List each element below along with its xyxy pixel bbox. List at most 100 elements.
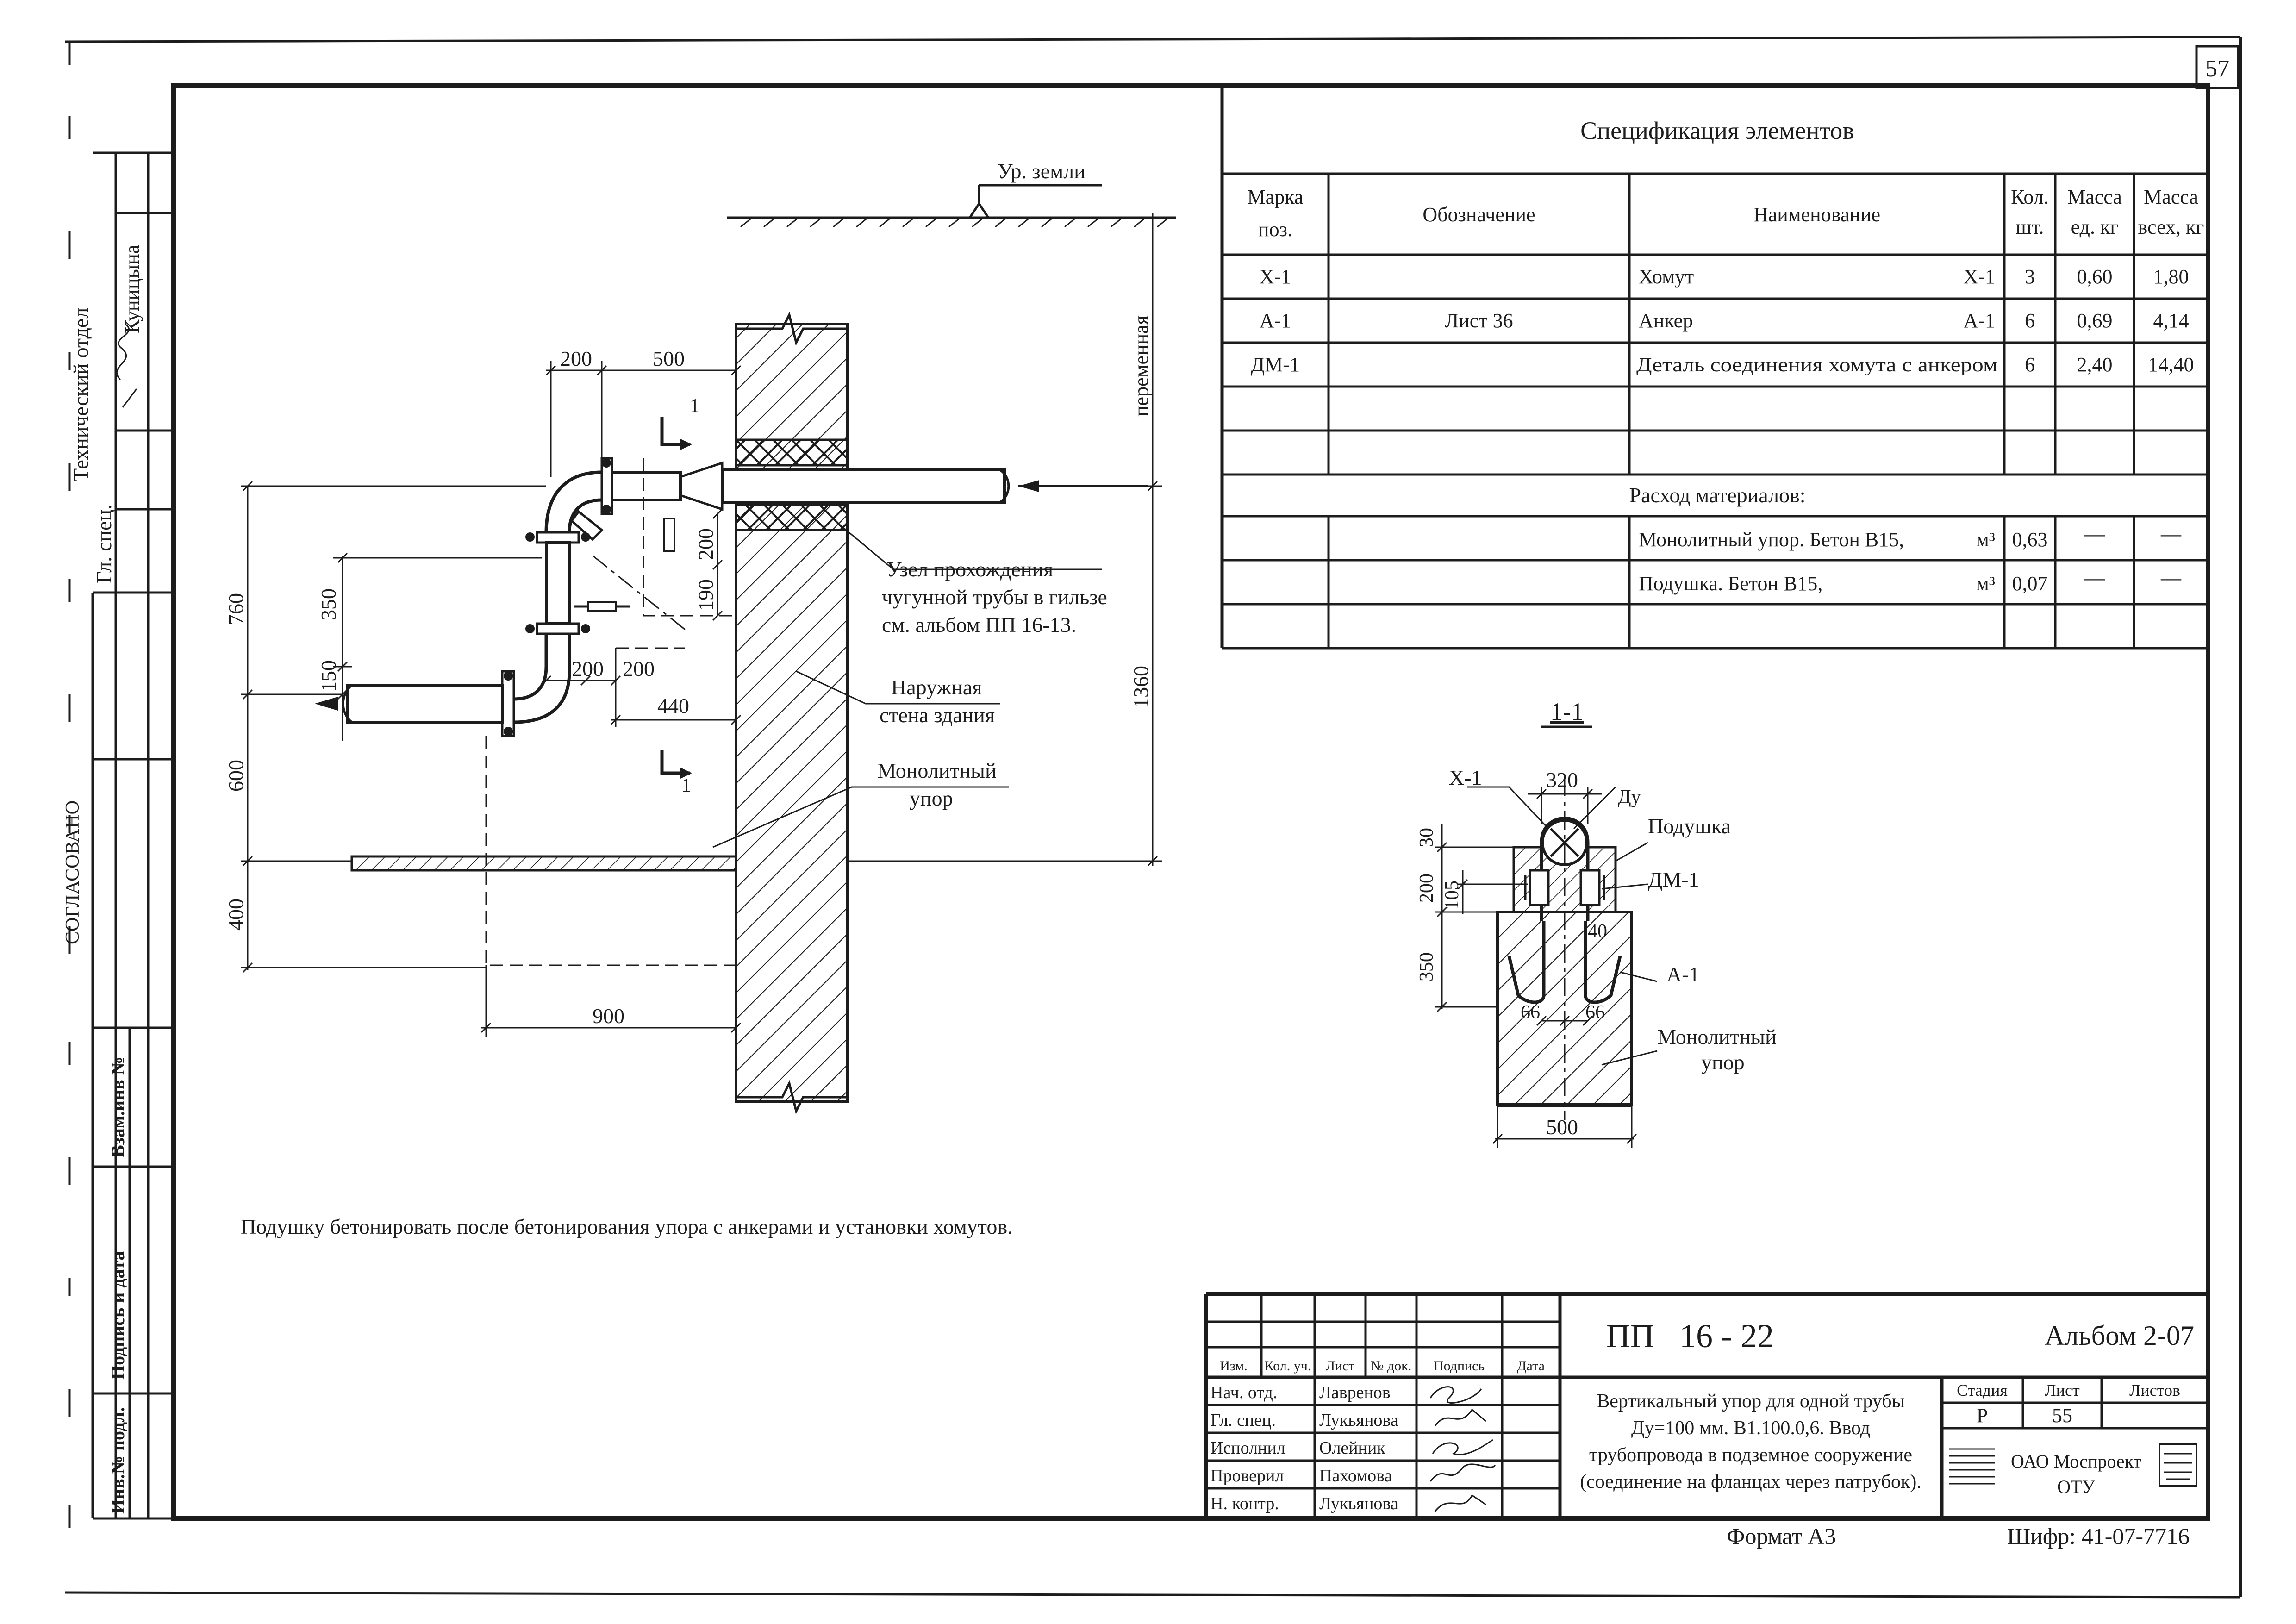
- hdr-mass-unit-1: Масса: [2067, 186, 2122, 208]
- stamp-agreed: СОГЛАСОВАНО: [62, 800, 83, 944]
- row-1-name: Хомут: [1639, 265, 1694, 288]
- material-1-mass-total: —: [2160, 523, 2182, 545]
- people-list: Нач. отд. Лавренов Гл. спец. Лукьянова И…: [1210, 1383, 1398, 1513]
- dim-200-a: 200: [572, 657, 604, 681]
- dim-200-v: 200: [694, 528, 718, 560]
- dim-190: 190: [694, 579, 718, 611]
- hdr-name: Наименование: [1753, 203, 1880, 226]
- stamp-chief-spec-name: Куницына: [121, 245, 144, 333]
- main-view-notes: Узел прохождения чугунной трубы в гильзе…: [877, 557, 1107, 810]
- hdr-designation: Обозначение: [1423, 203, 1535, 226]
- node-note-2: чугунной трубы в гильзе: [882, 585, 1107, 609]
- org-logo: [1949, 1443, 2197, 1487]
- dim-440: 440: [657, 694, 689, 718]
- row-1-qty: 3: [2025, 265, 2035, 288]
- material-1-name: Монолитный упор. Бетон В15,: [1639, 528, 1904, 551]
- person-name-5: Лукьянова: [1319, 1494, 1398, 1513]
- row-2-mark: А-1: [1260, 309, 1291, 332]
- material-2-mass-unit: —: [2084, 567, 2105, 589]
- person-name-4: Пахомова: [1319, 1466, 1392, 1486]
- spec-rows: Х-1 А-1 ДМ-1 Лист 36 Хомут Х-1 Анкер А-1…: [1251, 265, 2194, 376]
- row-2-mass-total: 4,14: [2153, 309, 2189, 332]
- hdr-mark-2: поз.: [1258, 218, 1292, 241]
- node-note-3: см. альбом ПП 16-13.: [882, 613, 1076, 637]
- person-name-3: Олейник: [1319, 1438, 1385, 1458]
- thrust-note-1: Монолитный: [877, 759, 997, 782]
- dim-900: 900: [593, 1004, 624, 1028]
- stamp-tech-dept: Технический отдел: [69, 308, 93, 481]
- dim-600: 600: [224, 760, 248, 792]
- row-3-mark: ДМ-1: [1251, 353, 1300, 376]
- sheet-label: Лист: [2045, 1381, 2080, 1399]
- dim-200-top: 200: [560, 347, 592, 370]
- org-name-1: ОАО Моспроект: [2011, 1451, 2141, 1472]
- sec-d30: 30: [1416, 828, 1437, 847]
- format-label: Формат А3: [1727, 1523, 1836, 1549]
- dim-350: 350: [317, 588, 340, 620]
- section-title: 1-1: [1550, 698, 1584, 725]
- stamp-chief-spec: Гл. спец.: [92, 504, 116, 583]
- description-line-1: Вертикальный упор для одной трубы: [1597, 1391, 1905, 1412]
- stage-label: Стадия: [1957, 1381, 2008, 1399]
- wall-note-2: стена здания: [880, 703, 995, 727]
- sheet-frame: [64, 36, 2242, 1599]
- spec-header: Марка поз. Обозначение Наименование Кол.…: [1248, 186, 2204, 241]
- cushion-slab: [350, 855, 737, 872]
- dimension-lines: [241, 213, 1162, 1037]
- person-role-2: Гл. спец.: [1210, 1411, 1276, 1430]
- person-role-1: Нач. отд.: [1210, 1383, 1277, 1402]
- ground-level-label: Ур. земли: [998, 159, 1086, 183]
- section-labels: Х-1 320 Ду Подушка ДМ-1 А-1 Монолитный у…: [1416, 766, 1777, 1139]
- description-line-2: Ду=100 мм. В1.100.0,6. Ввод: [1631, 1418, 1870, 1439]
- signature-scribbles: [1429, 1386, 1496, 1512]
- stamp-signature-date: Подпись и дата: [107, 1251, 128, 1380]
- stamp-signature-scribble: [116, 323, 137, 408]
- material-2-mass-total: —: [2160, 567, 2182, 589]
- section-dimension-lines: [1435, 786, 1658, 1148]
- sec-d105: 105: [1441, 881, 1463, 910]
- material-1-unit: м³: [1976, 528, 1995, 551]
- row-1-mass-unit: 0,60: [2077, 265, 2113, 288]
- row-3-name: Деталь соединения хомута с анкером: [1636, 355, 1997, 376]
- hdr-mass-unit-2: ед. кг: [2071, 216, 2119, 238]
- sec-d200: 200: [1416, 874, 1437, 903]
- person-role-4: Проверил: [1210, 1466, 1284, 1486]
- drawing-code: ПП 16 - 22: [1606, 1318, 1774, 1355]
- thrust-note-2: упор: [910, 787, 953, 810]
- album-label: Альбом 2-07: [2045, 1320, 2194, 1351]
- row-1-name-mark: Х-1: [1964, 265, 1995, 288]
- hdr-mass-total-1: Масса: [2144, 186, 2198, 208]
- stamp-inv-replaced: Взам.инв №: [107, 1056, 128, 1157]
- row-2-mass-unit: 0,69: [2077, 309, 2113, 332]
- hdr-mass-total-2: всех, кг: [2138, 216, 2204, 238]
- row-3-mass-unit: 2,40: [2077, 353, 2113, 376]
- dimension-labels: 200 500 200 190 760 350 150 600 400 200 …: [224, 347, 1153, 1028]
- dim-150: 150: [317, 660, 340, 692]
- section-mark-bottom: 1: [681, 775, 691, 796]
- sec-thrust-1: Монолитный: [1657, 1025, 1777, 1049]
- org-name-2: ОТУ: [2057, 1476, 2095, 1497]
- dim-400: 400: [224, 899, 248, 931]
- sec-dm1: ДМ-1: [1648, 868, 1699, 891]
- ground-line: [727, 184, 1176, 228]
- node-note-1: Узел прохождения: [886, 557, 1053, 581]
- description-line-4: (соединение на фланцах через патрубок).: [1580, 1471, 1922, 1493]
- thrust-block-outline: [485, 458, 736, 966]
- outer-wall: [735, 311, 849, 1115]
- dim-500: 500: [653, 347, 685, 370]
- col-header-sheet: Лист: [1326, 1358, 1355, 1374]
- row-2-name-mark: А-1: [1964, 309, 1995, 332]
- sec-thrust-2: упор: [1701, 1050, 1745, 1074]
- wall-note-1: Наружная: [891, 675, 982, 699]
- sec-d66b: 66: [1585, 1002, 1605, 1023]
- sec-d350: 350: [1416, 952, 1437, 981]
- description-line-3: трубопровода в подземное сооружение: [1589, 1444, 1912, 1466]
- sec-a1: А-1: [1666, 962, 1700, 986]
- person-name-1: Лавренов: [1319, 1383, 1391, 1402]
- title-block-grid: [1204, 1292, 2208, 1518]
- cipher-label: Шифр: 41-07-7716: [2007, 1523, 2190, 1549]
- row-3-mass-total: 14,40: [2148, 353, 2194, 376]
- row-1-mark: Х-1: [1260, 265, 1291, 288]
- row-3-qty: 6: [2025, 353, 2035, 376]
